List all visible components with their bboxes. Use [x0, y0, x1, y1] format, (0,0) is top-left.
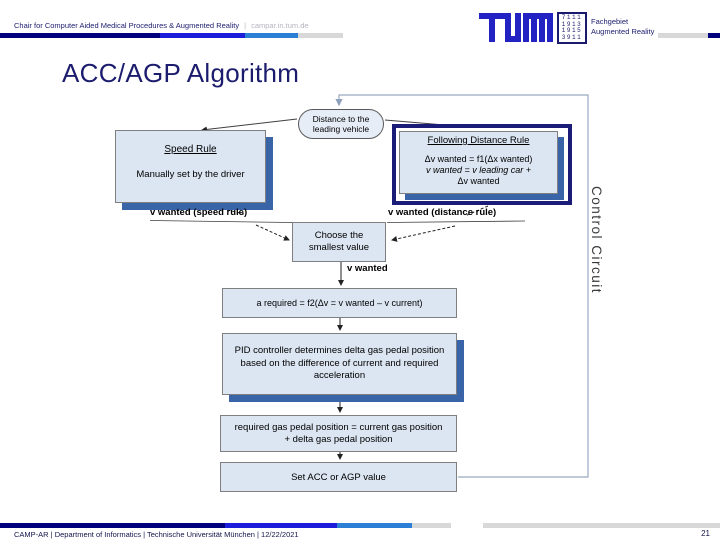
node-distance-to-leading-vehicle: Distance to the leading vehicle [298, 109, 384, 139]
distance-node-line2: leading vehicle [312, 124, 370, 134]
choose-line1: Choose the [314, 230, 364, 241]
following-distance-rule-inner: Following Distance Rule Δv wanted = f1(Δ… [399, 131, 558, 194]
footer-bar-navy [0, 523, 225, 528]
header-bar-navy-right [708, 33, 720, 38]
distance-node-line1: Distance to the [312, 113, 370, 124]
label-v-wanted-speed-rule: v wanted (speed rule) [150, 207, 248, 218]
node-required-gas-pedal: required gas pedal position = current ga… [220, 415, 457, 452]
node-following-distance-rule: Following Distance Rule Δv wanted = f1(Δ… [392, 124, 572, 205]
footer-bar-gray2 [483, 523, 720, 528]
header-bar-gray [298, 33, 343, 38]
footer-bar-blue [225, 523, 337, 528]
header-bar-gray-right [658, 33, 708, 38]
a-required-text: a required = f2(Δv = v wanted – v curren… [256, 298, 423, 308]
pid-text: PID controller determines delta gas peda… [234, 345, 445, 382]
node-choose-smallest-value: Choose the smallest value [292, 222, 386, 262]
required-gas-text: required gas pedal position = current ga… [234, 421, 443, 445]
node-speed-rule: Speed Rule Manually set by the driver [115, 130, 266, 203]
page-title: ACC/AGP Algorithm [62, 58, 300, 88]
node-set-acc-agp-value: Set ACC or AGP value [220, 462, 457, 492]
footer-bar-gray1 [412, 523, 451, 528]
choose-line2: smallest value [308, 242, 370, 253]
label-v-wanted-distance-rule: v wanted (distance rule) [388, 207, 497, 218]
speed-rule-title: Speed Rule [164, 144, 217, 155]
digits-row: 1915 [561, 27, 583, 34]
following-rule-line3: Δv wanted [457, 176, 500, 186]
speed-rule-body: Manually set by the driver [136, 169, 245, 180]
following-rule-title: Following Distance Rule [427, 135, 530, 146]
node-pid-controller: PID controller determines delta gas peda… [222, 333, 457, 395]
node-a-required: a required = f2(Δv = v wanted – v curren… [222, 288, 457, 318]
department-line1: Fachgebiet [591, 17, 629, 26]
label-v-wanted: v wanted [347, 263, 388, 274]
label-control-circuit: Control Circuit [589, 186, 604, 295]
footer-credits: CAMP-AR | Department of Informatics | Te… [14, 530, 299, 539]
far-digits-logo-icon: 7111 1913 1915 3911 [557, 12, 587, 44]
header-bar-blue [160, 33, 245, 38]
following-rule-line2: v wanted = v leading car + [425, 165, 532, 175]
header-site-url: campar.in.tum.de [251, 21, 309, 30]
following-rule-line1: Δv wanted = f1(Δx wanted) [424, 154, 533, 164]
tum-logo-icon [479, 13, 553, 47]
header-chair-line: Chair for Computer Aided Medical Procedu… [14, 21, 309, 30]
header-bar-steel [245, 33, 298, 38]
page-number: 21 [701, 529, 710, 538]
header-separator: | [244, 21, 247, 30]
chair-name: Chair for Computer Aided Medical Procedu… [14, 21, 240, 30]
department-line2: Augmented Reality [591, 26, 655, 36]
header-bar-navy [0, 33, 160, 38]
department-label: Fachgebiet Augmented Reality [591, 17, 654, 36]
digits-row: 7111 [561, 14, 583, 21]
digits-row: 3911 [561, 33, 583, 41]
footer-bar-steel [337, 523, 412, 528]
set-value-text: Set ACC or AGP value [291, 471, 386, 483]
digits-row: 1913 [561, 20, 583, 28]
